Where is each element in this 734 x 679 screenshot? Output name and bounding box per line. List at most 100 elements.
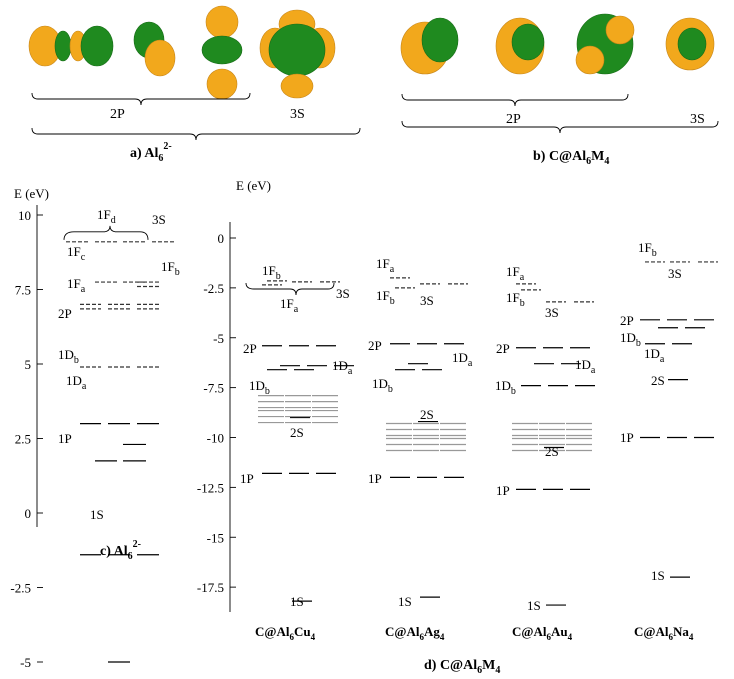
orbital-label-b-2p: 2P xyxy=(506,112,521,127)
level-label-1fa: 1Fa xyxy=(376,256,395,275)
panel-d-y-tick-label: -15 xyxy=(207,530,224,545)
panel-c-y-tick-label: 0 xyxy=(25,506,32,521)
orbital-lobe xyxy=(144,39,176,77)
orbital-lobe xyxy=(268,23,326,77)
level-label-3s: 3S xyxy=(336,286,350,301)
panel-c-y-tick-label: 10 xyxy=(18,208,31,223)
panel-c-y-tick-label: 7.5 xyxy=(15,283,31,298)
system-label-na: C@Al6Na4 xyxy=(634,624,694,642)
brace-a-3s xyxy=(31,127,361,141)
panel-d-y-tick-label: -10 xyxy=(207,431,224,446)
level-label-1p: 1P xyxy=(620,430,634,445)
system-label-au: C@Al6Au4 xyxy=(512,624,573,642)
panel-c-al6-levels: 107.552.50-2.5-51S1P1Da1Db2P1Fa1Fb1Fc1Fd… xyxy=(10,205,180,670)
orbital-lobe xyxy=(280,73,314,99)
orbital-lobe xyxy=(511,23,545,61)
level-label-1da: 1Da xyxy=(332,358,353,377)
orbital-lobe xyxy=(605,15,635,45)
level-label-1da: 1Da xyxy=(575,357,596,376)
orbital-braces xyxy=(31,92,719,141)
system-C@Al6Na4 xyxy=(640,261,718,578)
orbital-lobe xyxy=(206,68,238,100)
panel-c-y-tick-label: 5 xyxy=(25,357,32,372)
level-label-1da: 1Da xyxy=(644,346,665,365)
orbital-lobe xyxy=(205,5,239,39)
level-label-2p: 2P xyxy=(368,338,382,353)
level-label-1fc: 1Fc xyxy=(67,244,86,263)
brace-b-2p xyxy=(401,93,629,107)
level-label-1db: 1Db xyxy=(58,347,79,366)
level-label-1p: 1P xyxy=(368,471,382,486)
level-label-1s: 1S xyxy=(651,568,665,583)
caption-a: a) Al62- xyxy=(130,141,172,164)
level-label-1db: 1Db xyxy=(249,378,270,397)
panel-c-ylabel: E (eV) xyxy=(14,186,49,201)
level-label-1da: 1Da xyxy=(452,350,473,369)
level-label-1db: 1Db xyxy=(620,330,641,349)
level-label-2s: 2S xyxy=(420,407,434,422)
caption-d: d) C@Al6M4 xyxy=(424,658,500,676)
orbital-lobe xyxy=(421,17,459,63)
level-label-2p: 2P xyxy=(58,306,72,321)
panel-c-y-tick-label: 2.5 xyxy=(15,432,31,447)
orbital-lobe xyxy=(54,30,72,62)
level-label-1fb: 1Fb xyxy=(638,240,657,259)
orbital-label-a-3s: 3S xyxy=(290,107,305,122)
level-label-1fb: 1Fb xyxy=(161,259,180,278)
level-label-1p: 1P xyxy=(58,431,72,446)
level-label-1db: 1Db xyxy=(495,378,516,397)
orbital-label-b-3s: 3S xyxy=(690,112,705,127)
brace-b-3s xyxy=(401,120,719,134)
panel-d-y-tick-label: 0 xyxy=(218,231,225,246)
panel-d-c-al6m4-levels: 0-2.5-5-7.5-10-12.5-15-17.51S1P2S1Db1Da2… xyxy=(197,222,718,613)
panel-d-y-tick-label: -2.5 xyxy=(203,281,224,296)
level-label-3s: 3S xyxy=(668,266,682,281)
orbital-label-a-2p: 2P xyxy=(110,107,125,122)
level-label-1fb: 1Fb xyxy=(376,288,395,307)
level-label-1fb: 1Fb xyxy=(506,290,525,309)
brace-1f xyxy=(245,282,335,296)
level-label-3s: 3S xyxy=(152,212,166,227)
level-label-1s: 1S xyxy=(398,594,412,609)
level-label-1p: 1P xyxy=(496,483,510,498)
level-label-1s: 1S xyxy=(90,507,104,522)
system-C@Al6Ag4 xyxy=(386,277,468,598)
panel-d-y-tick-label: -7.5 xyxy=(203,381,224,396)
brace-a-2p xyxy=(31,92,251,106)
caption-b: b) C@Al6M4 xyxy=(533,149,609,167)
panel-c-y-tick-label: -2.5 xyxy=(10,581,31,596)
level-label-3s: 3S xyxy=(420,293,434,308)
system-label-cu: C@Al6Cu4 xyxy=(255,624,316,642)
level-label-2p: 2P xyxy=(620,313,634,328)
level-label-1fa: 1Fa xyxy=(506,264,525,283)
caption-c: c) Al62- xyxy=(100,539,141,562)
level-label-3s: 3S xyxy=(545,305,559,320)
brace-1fd xyxy=(63,225,149,240)
level-label-2s: 2S xyxy=(651,373,665,388)
level-label-1fa: 1Fa xyxy=(280,296,299,315)
orbital-lobe xyxy=(575,45,605,75)
level-label-1db: 1Db xyxy=(372,376,393,395)
system-C@Al6Cu4 xyxy=(258,280,354,602)
level-label-2s: 2S xyxy=(545,444,559,459)
level-label-2p: 2P xyxy=(243,341,257,356)
level-label-2s: 2S xyxy=(290,425,304,440)
system-C@Al6Au4 xyxy=(512,283,595,606)
panel-d-ylabel: E (eV) xyxy=(236,178,271,193)
panel-d-y-tick-label: -12.5 xyxy=(197,480,224,495)
level-label-1fd: 1Fd xyxy=(97,207,116,226)
level-label-1fb: 1Fb xyxy=(262,263,281,282)
level-label-1fa: 1Fa xyxy=(67,276,86,295)
level-label-1p: 1P xyxy=(240,471,254,486)
panel-d-y-tick-label: -17.5 xyxy=(197,580,224,595)
level-label-1s: 1S xyxy=(527,598,541,613)
system-label-ag: C@Al6Ag4 xyxy=(385,624,445,642)
panel-d-y-tick-label: -5 xyxy=(213,331,224,346)
level-label-1da: 1Da xyxy=(66,373,87,392)
orbital-images xyxy=(28,5,715,100)
level-label-2p: 2P xyxy=(496,341,510,356)
level-label-1s: 1S xyxy=(290,594,304,609)
orbital-lobe xyxy=(80,25,114,67)
orbital-lobe xyxy=(677,27,707,61)
